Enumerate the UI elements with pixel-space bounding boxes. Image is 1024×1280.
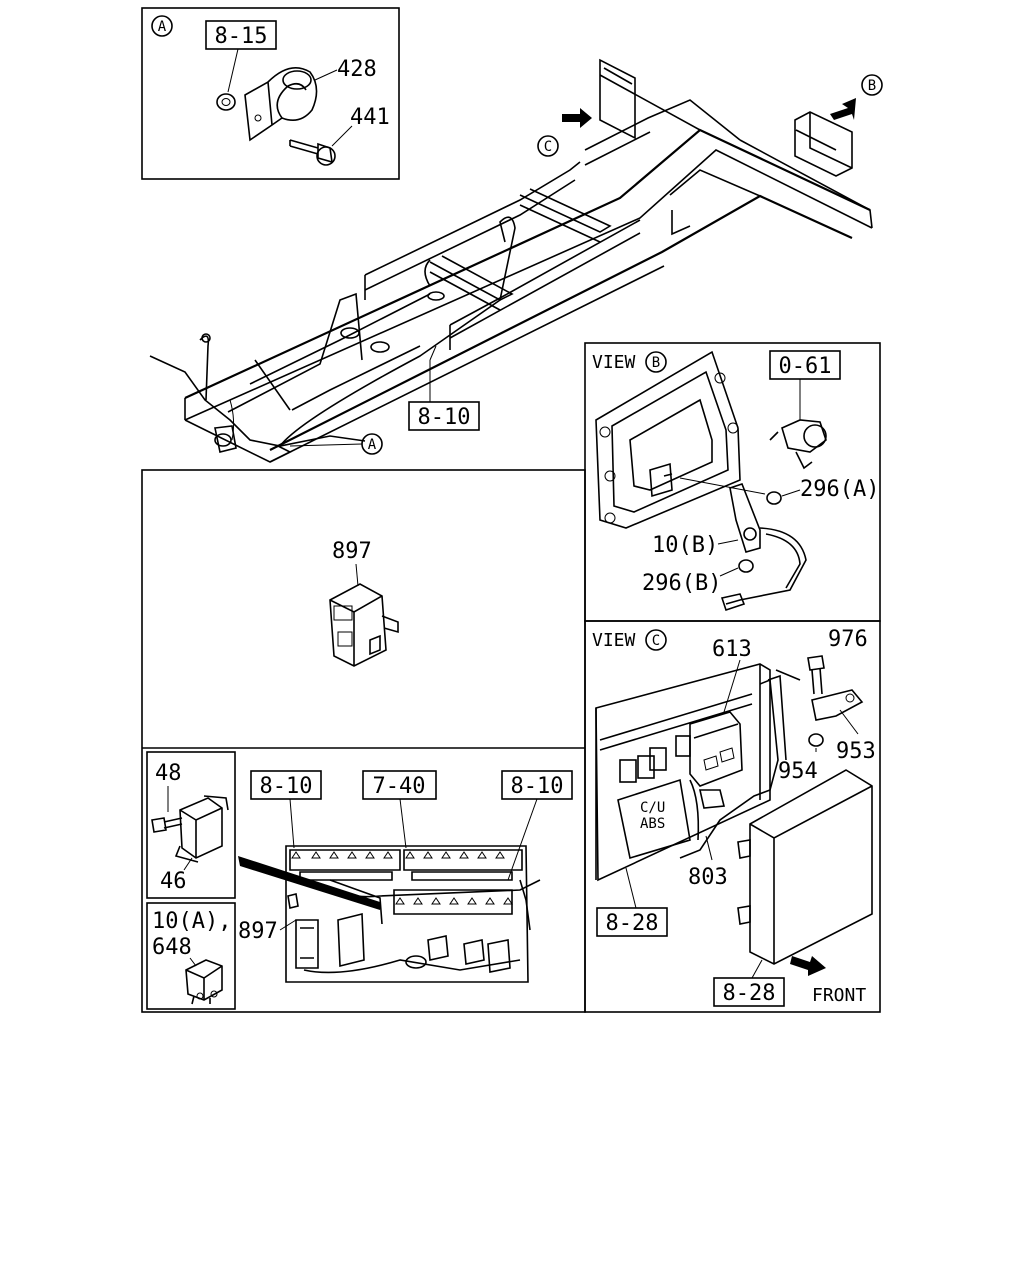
ref-8-10-left: 8-10 [260, 774, 313, 799]
relay-box-icon [794, 111, 853, 177]
view-c-title: VIEW [592, 630, 636, 651]
chassis-markers: C B 8-10 A [289, 74, 883, 455]
part-46: 46 [160, 869, 187, 894]
part-296b: 296(B) [642, 571, 721, 596]
unit-cu: C/U [640, 800, 665, 816]
ecu-box-icon [749, 769, 873, 965]
ref-box-0-61 [769, 350, 841, 380]
bolt-icon [289, 139, 333, 164]
arrow-left-icon [830, 98, 856, 120]
ref-8-10-right: 8-10 [511, 774, 564, 799]
marker-a-detail: A [158, 19, 167, 35]
ref-8-28-b: 8-28 [723, 981, 776, 1006]
marker-b-view: B [652, 355, 660, 371]
ref-8-28-a: 8-28 [606, 911, 659, 936]
panel-relay-648 [146, 902, 236, 1010]
part-648: 648 [152, 935, 192, 960]
part-10b: 10(B) [652, 533, 718, 558]
part-428: 428 [337, 57, 377, 82]
view-c: VIEW C 613 C/U ABS 976 953 [592, 627, 876, 1007]
part-976: 976 [828, 627, 868, 652]
front-label: FRONT [812, 985, 866, 1006]
ref-box-8-28-a [596, 907, 668, 937]
housing-icon [595, 350, 741, 529]
marker-c-view: C [652, 633, 660, 649]
nut-icon [216, 93, 236, 111]
part-613: 613 [712, 637, 752, 662]
connector-613-icon [689, 711, 743, 787]
ref-7-40: 7-40 [373, 774, 426, 799]
detail-a: A 8-15 428 441 [151, 15, 390, 166]
relay-46-view: 48 46 [151, 761, 229, 894]
front-arrow-icon [790, 956, 826, 976]
part-897-bottom: 897 [238, 919, 278, 944]
panel-view-c [584, 620, 881, 1013]
relay-648-view: 10(A), 648 [152, 909, 231, 1005]
panel-relay-48 [146, 751, 236, 899]
panel-frames [141, 7, 881, 1013]
marker-c-chassis: C [544, 139, 552, 155]
part-441: 441 [350, 105, 390, 130]
relay-46-icon [179, 797, 223, 859]
relay-module-897-icon [329, 583, 387, 667]
bolt-48-icon [151, 817, 183, 833]
chassis-frame [149, 58, 873, 463]
nut-296b-icon [738, 559, 754, 573]
ref-box-8-15 [205, 20, 277, 50]
panel-detail-a [141, 7, 400, 180]
part-803: 803 [688, 865, 728, 890]
pointer-wedge [238, 856, 380, 910]
ref-0-61: 0-61 [779, 354, 832, 379]
view-b-title: VIEW [592, 352, 636, 373]
part-897-top: 897 [332, 539, 372, 564]
bolt-976-icon [807, 655, 825, 695]
bracket-10b-icon [729, 483, 761, 553]
arrow-right-icon [562, 108, 592, 128]
wiring-harness [149, 216, 516, 447]
relay-897-view: 897 [329, 539, 399, 667]
part-954: 954 [778, 759, 818, 784]
abs-control-unit-icon [617, 778, 691, 860]
relay-648-icon [185, 959, 223, 1001]
part-296a: 296(A) [800, 477, 879, 502]
nut-296a-icon [766, 491, 782, 505]
fuse-tabs [291, 851, 513, 905]
clip-bracket-icon [244, 66, 318, 142]
view-b: VIEW B 0-61 296(A) 10(B) 296(B) [592, 350, 879, 612]
ref-8-10-frame: 8-10 [418, 405, 471, 430]
ref-box-8-10-frame [408, 401, 480, 431]
part-953: 953 [836, 739, 876, 764]
marker-a-chassis: A [368, 437, 377, 453]
ref-box-8-10-left [250, 770, 322, 800]
ref-box-7-40 [362, 770, 437, 800]
ref-box-8-28-b [713, 977, 785, 1007]
part-48: 48 [155, 761, 182, 786]
part-10a: 10(A), [152, 909, 231, 934]
panel-relay-box [141, 469, 586, 1013]
unit-abs: ABS [640, 816, 665, 832]
sensor-953-icon [811, 689, 864, 721]
ref-8-15: 8-15 [215, 24, 268, 49]
nut-954-icon [808, 733, 824, 747]
marker-b-chassis: B [868, 78, 876, 94]
fuse-relay-board: 8-10 7-40 8-10 [238, 770, 573, 983]
